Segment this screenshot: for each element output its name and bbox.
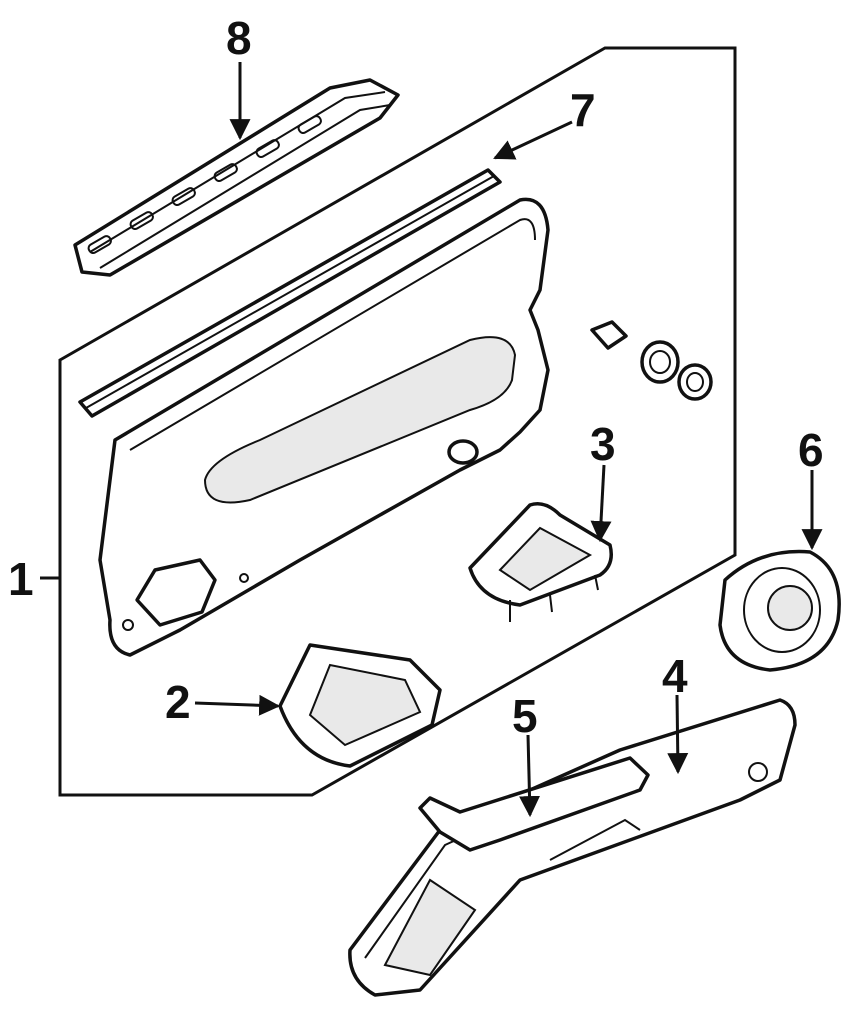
part-2-pull-cup xyxy=(278,643,442,768)
callout-3: 3 xyxy=(590,418,616,470)
part-7-weatherstrip xyxy=(78,168,502,418)
part-1-door-trim-panel xyxy=(98,197,550,657)
part-8-upper-seal-strip xyxy=(73,78,400,277)
leader-5 xyxy=(519,734,541,818)
callout-4: 4 xyxy=(662,650,688,702)
callout-6: 6 xyxy=(798,424,824,476)
callout-8: 8 xyxy=(226,12,252,64)
callout-1: 1 xyxy=(8,553,34,605)
leader-2 xyxy=(194,694,281,716)
callout-2: 2 xyxy=(165,676,191,728)
leader-4 xyxy=(667,694,689,775)
part-clip-set xyxy=(590,320,713,401)
leader-3 xyxy=(590,464,612,543)
part-6-speaker-grille xyxy=(718,549,841,672)
assembly-bracket xyxy=(58,46,737,797)
leader-7 xyxy=(493,120,573,160)
callout-7: 7 xyxy=(570,84,596,136)
part-3-handle-bezel xyxy=(468,502,613,622)
callout-5: 5 xyxy=(512,690,538,742)
